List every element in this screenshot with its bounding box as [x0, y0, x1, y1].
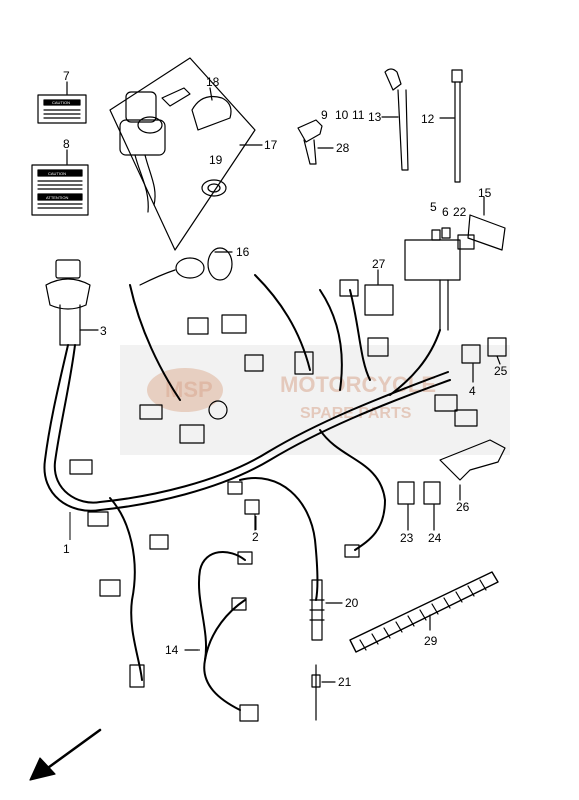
connector-4	[461, 344, 481, 383]
callout-labels: 7 8 18 17 19 9 10 11 13 12 28 15 5 6 22 …	[63, 69, 508, 689]
callout-13: 13	[368, 110, 382, 124]
clip-24	[423, 481, 441, 531]
bracket-26	[439, 439, 506, 501]
callout-24: 24	[428, 531, 442, 545]
corrugated-tube-29	[349, 571, 499, 653]
clamp-12	[439, 69, 463, 183]
key-28	[297, 119, 334, 165]
fuse-box	[404, 239, 461, 331]
connector-2	[244, 499, 260, 531]
attention-8-text: ATTENTION	[46, 195, 68, 200]
callout-25: 25	[494, 364, 508, 378]
callout-23: 23	[400, 531, 414, 545]
callout-1: 1	[63, 542, 70, 556]
caution-label-7	[37, 81, 87, 124]
callout-3: 3	[100, 324, 107, 338]
callout-4: 4	[469, 384, 476, 398]
main-harness-1	[43, 274, 451, 681]
callout-18: 18	[206, 75, 220, 89]
callout-15: 15	[478, 186, 492, 200]
caution-7-text: CAUTION	[52, 100, 70, 105]
caution-label-8	[31, 149, 89, 216]
callout-8: 8	[63, 137, 70, 151]
sub-harness-14	[184, 550, 259, 722]
harness-connectors	[69, 279, 478, 688]
callout-6: 6	[442, 205, 449, 219]
callout-17: 17	[264, 138, 278, 152]
callout-27: 27	[372, 257, 386, 271]
callout-11: 11	[352, 108, 365, 122]
watermark-sub: SPARE PARTS	[300, 405, 412, 422]
callout-12: 12	[421, 112, 435, 126]
callout-5: 5	[430, 200, 437, 214]
callout-10: 10	[335, 108, 349, 122]
callout-16: 16	[236, 245, 250, 259]
clip-23	[397, 481, 415, 531]
connector-3	[45, 259, 99, 346]
relay-27	[364, 269, 394, 316]
caution-8-text: CAUTION	[48, 171, 66, 176]
pin-21	[311, 664, 336, 721]
fuse-holder-15	[431, 196, 506, 251]
callout-20: 20	[345, 596, 359, 610]
front-direction-arrow-icon	[29, 728, 102, 781]
leader-lines	[69, 512, 257, 651]
watermark: MSP MOTORCYCLE SPARE PARTS	[120, 345, 510, 455]
callout-28: 28	[336, 141, 350, 155]
callout-2: 2	[252, 530, 259, 544]
callout-19: 19	[209, 153, 223, 167]
ignition-switch-kit-17	[109, 57, 263, 251]
connector-25	[487, 337, 507, 365]
callout-21: 21	[338, 675, 352, 689]
callout-7: 7	[63, 69, 70, 83]
sensor-20	[309, 579, 343, 641]
socket-16	[139, 247, 233, 286]
callout-14: 14	[165, 643, 179, 657]
callout-9: 9	[321, 108, 328, 122]
clamp-13	[381, 68, 409, 171]
callout-26: 26	[456, 500, 470, 514]
callout-29: 29	[424, 634, 438, 648]
callout-22: 22	[453, 205, 467, 219]
